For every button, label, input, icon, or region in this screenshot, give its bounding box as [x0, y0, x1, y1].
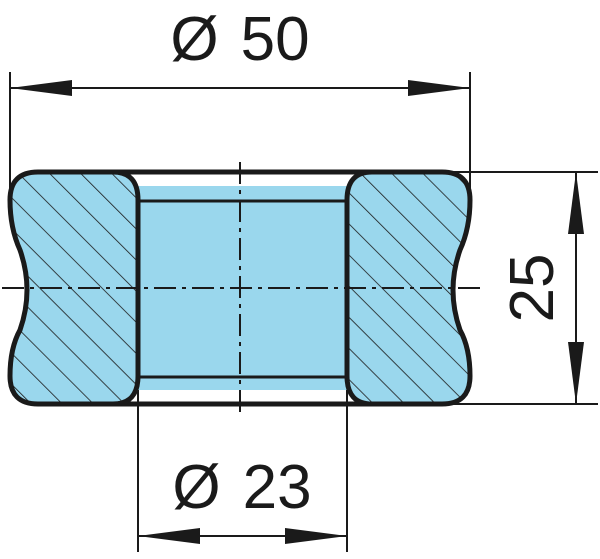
dimension-height: 25 — [498, 172, 584, 404]
extension-lines — [9, 72, 598, 552]
height-label: 25 — [498, 254, 567, 323]
center-lines — [2, 162, 480, 414]
